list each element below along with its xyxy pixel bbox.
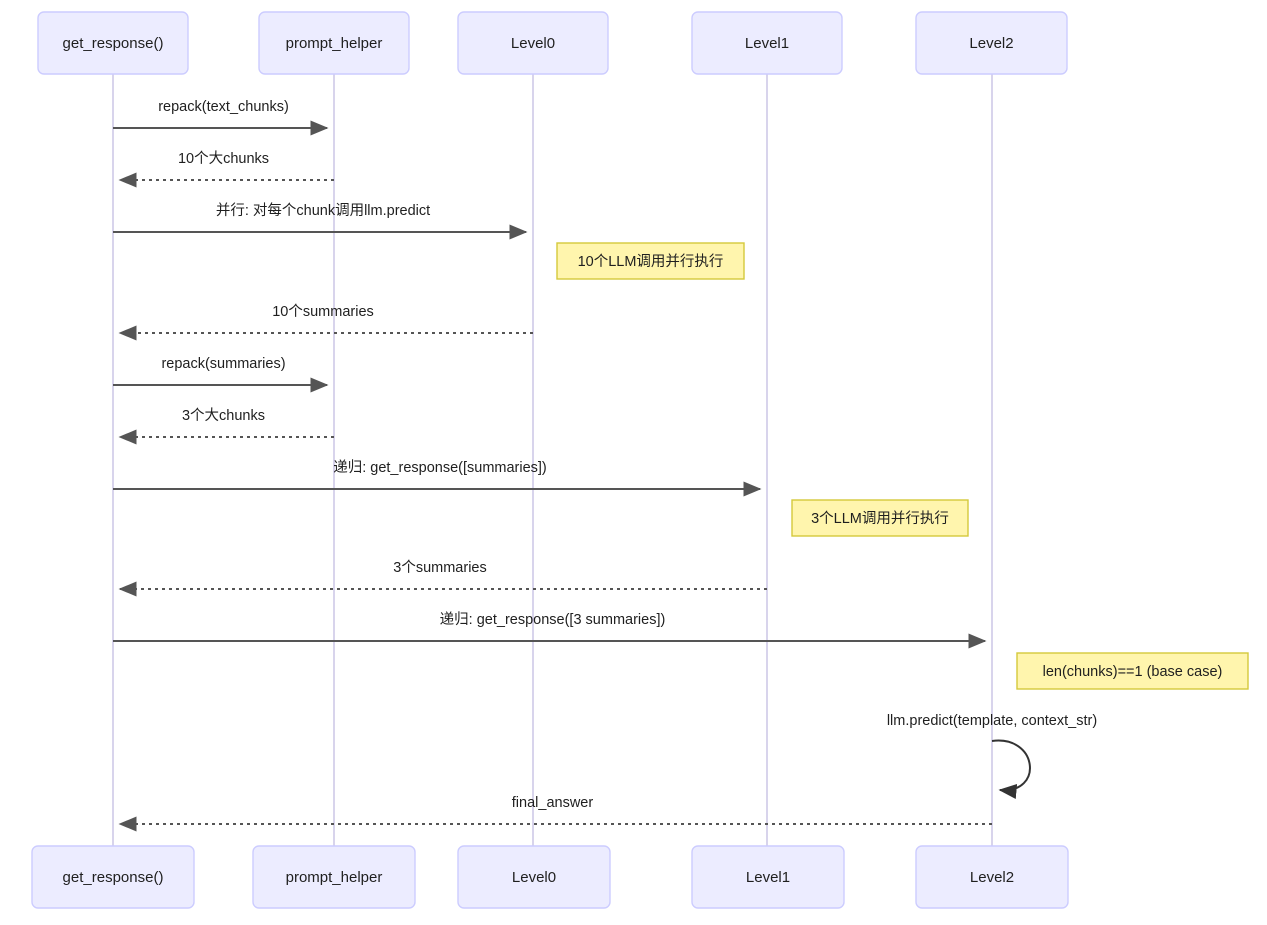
participant-label: Level2 — [970, 869, 1014, 886]
message-m9: 递归: get_response([3 summaries]) — [113, 611, 987, 649]
participant-label: Level2 — [969, 35, 1013, 52]
participant-box — [691, 11, 843, 75]
message-m1: repack(text_chunks) — [113, 99, 329, 136]
participant-box — [252, 845, 416, 909]
participant-box — [457, 845, 611, 909]
participant-label: Level0 — [512, 869, 556, 886]
participant-level1-top[interactable]: Level1 — [691, 11, 843, 75]
note-label: len(chunks)==1 (base case) — [1043, 664, 1223, 680]
participant-label: Level0 — [511, 35, 555, 52]
message-label: 10个大chunks — [178, 150, 269, 167]
participant-box — [915, 845, 1069, 909]
message-label: final_answer — [512, 795, 594, 811]
message-m6: 3个大chunks — [118, 407, 334, 445]
participant-box — [258, 11, 410, 75]
self-message-s1: llm.predict(template, context_str) — [887, 713, 1097, 799]
participant-level2-bottom[interactable]: Level2 — [915, 845, 1069, 909]
note-n2: 3个LLM调用并行执行 — [791, 499, 969, 537]
message-label: 3个大chunks — [182, 407, 265, 424]
message-label: 10个summaries — [272, 303, 374, 320]
actors-layer: get_response() get_response() prompt_helpe… — [31, 11, 1069, 909]
note-box — [791, 499, 969, 537]
message-m7: 递归: get_response([summaries]) — [113, 459, 762, 497]
message-label: 递归: get_response([3 summaries]) — [440, 611, 666, 628]
message-label: 并行: 对每个chunk调用llm.predict — [216, 202, 430, 219]
participant-prompt_helper-bottom[interactable]: prompt_helper — [252, 845, 416, 909]
messages-layer: repack(text_chunks) 10个大chunks 并行: 对每个chun… — [113, 99, 1097, 832]
note-label: 10个LLM调用并行执行 — [578, 253, 724, 270]
participant-label: get_response() — [63, 35, 164, 52]
participant-box — [691, 845, 845, 909]
self-message-arrow — [991, 739, 1031, 799]
message-label: repack(summaries) — [161, 356, 285, 372]
participant-box — [31, 845, 195, 909]
participant-box — [37, 11, 189, 75]
message-m2: 10个大chunks — [118, 150, 334, 188]
message-label: 递归: get_response([summaries]) — [333, 459, 547, 476]
participant-label: Level1 — [745, 35, 789, 52]
note-n1: 10个LLM调用并行执行 — [556, 242, 745, 280]
participant-level0-bottom[interactable]: Level0 — [457, 845, 611, 909]
participant-level0-top[interactable]: Level0 — [457, 11, 609, 75]
participant-box — [915, 11, 1068, 75]
participant-prompt_helper-top[interactable]: prompt_helper — [258, 11, 410, 75]
message-label: 3个summaries — [393, 559, 486, 576]
message-m4: 10个summaries — [118, 303, 533, 341]
participant-level2-top[interactable]: Level2 — [915, 11, 1068, 75]
participant-label: prompt_helper — [286, 35, 383, 52]
participant-label: get_response() — [63, 869, 164, 886]
lifelines-layer — [112, 74, 993, 846]
participant-box — [457, 11, 609, 75]
self-message-label: llm.predict(template, context_str) — [887, 713, 1097, 729]
message-m5: repack(summaries) — [113, 356, 329, 393]
note-box — [556, 242, 745, 280]
note-label: 3个LLM调用并行执行 — [811, 510, 949, 527]
participant-label: Level1 — [746, 869, 790, 886]
participant-get_response-bottom[interactable]: get_response() — [31, 845, 195, 909]
notes-layer: 10个LLM调用并行执行 3个LLM调用并行执行 len(chunks)==1 (b… — [556, 242, 1249, 690]
message-label: repack(text_chunks) — [158, 99, 289, 115]
note-box — [1016, 652, 1249, 690]
message-m8: 3个summaries — [118, 559, 767, 597]
participant-label: prompt_helper — [286, 869, 383, 886]
note-n3: len(chunks)==1 (base case) — [1016, 652, 1249, 690]
message-m3: 并行: 对每个chunk调用llm.predict — [113, 202, 528, 240]
participant-get_response-top[interactable]: get_response() — [37, 11, 189, 75]
participant-level1-bottom[interactable]: Level1 — [691, 845, 845, 909]
message-m10: final_answer — [118, 795, 992, 832]
